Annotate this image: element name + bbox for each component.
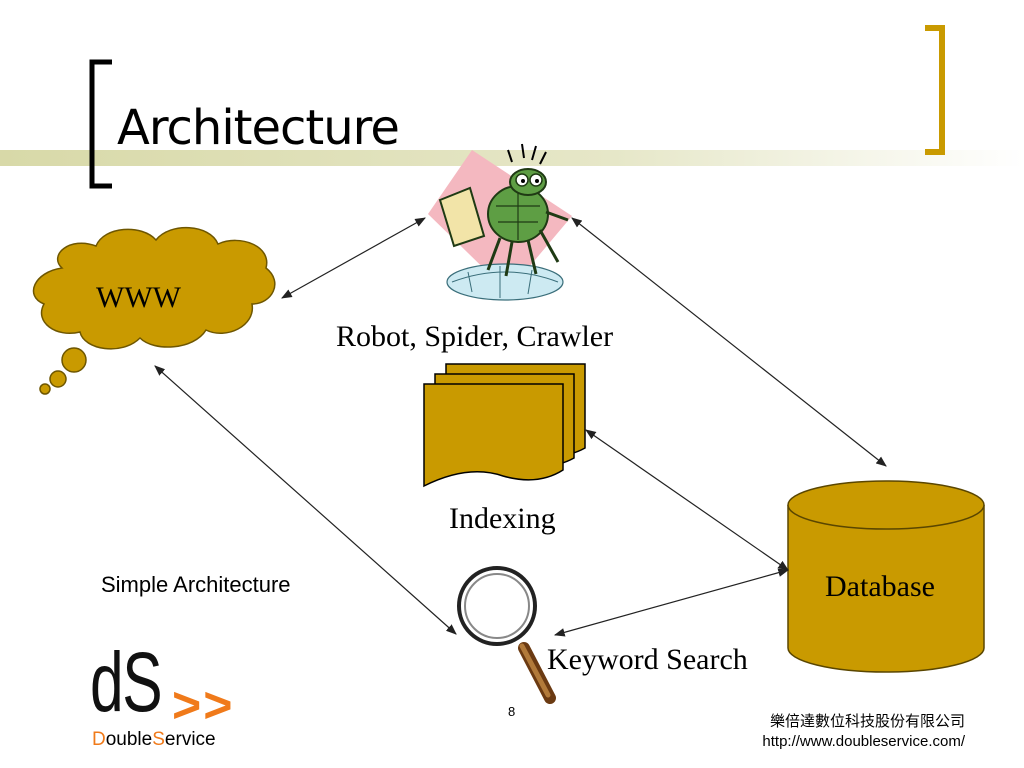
magnifying-glass-icon bbox=[457, 566, 556, 704]
spider-robot-icon bbox=[428, 143, 572, 301]
database-label: Database bbox=[825, 570, 935, 603]
thought-bubble bbox=[49, 370, 67, 388]
robot-label: Robot, Spider, Crawler bbox=[336, 320, 614, 353]
company-info: 樂倍達數位科技股份有限公司 http://www.doubleservice.c… bbox=[762, 712, 965, 752]
logo-letter-s: S bbox=[152, 729, 165, 750]
slide-title: Architecture bbox=[117, 100, 400, 156]
arrow-search-database bbox=[553, 568, 790, 637]
company-name: 樂倍達數位科技股份有限公司 bbox=[769, 713, 965, 730]
arrow-robot-database bbox=[571, 217, 887, 467]
thought-bubble bbox=[39, 383, 51, 395]
logo-wordmark: DoubleService bbox=[92, 729, 216, 751]
logo-text-ervice: ervice bbox=[164, 729, 216, 750]
title-band bbox=[0, 150, 1024, 166]
indexing-documents-icon bbox=[423, 363, 586, 488]
company-url: http://www.doubleservice.com/ bbox=[762, 733, 965, 750]
logo-arrows: >> bbox=[172, 677, 235, 733]
www-label: WWW bbox=[96, 281, 181, 314]
thought-bubble bbox=[61, 347, 87, 373]
left-bracket bbox=[89, 59, 112, 189]
arrow-www-robot bbox=[281, 217, 426, 299]
arrow-indexing-database bbox=[585, 429, 789, 571]
right-bracket bbox=[925, 25, 945, 155]
page-number: 8 bbox=[508, 704, 516, 719]
www-cloud bbox=[32, 227, 276, 395]
diagram-caption: Simple Architecture bbox=[101, 572, 291, 597]
database-cylinder-icon bbox=[787, 480, 985, 673]
arrow-www-search bbox=[154, 365, 457, 635]
logo-text-ouble: ouble bbox=[105, 729, 153, 750]
indexing-label: Indexing bbox=[449, 502, 556, 535]
logo-mark: dS bbox=[90, 635, 163, 729]
logo-letter-d: D bbox=[92, 729, 106, 750]
keyword-search-label: Keyword Search bbox=[547, 643, 748, 676]
